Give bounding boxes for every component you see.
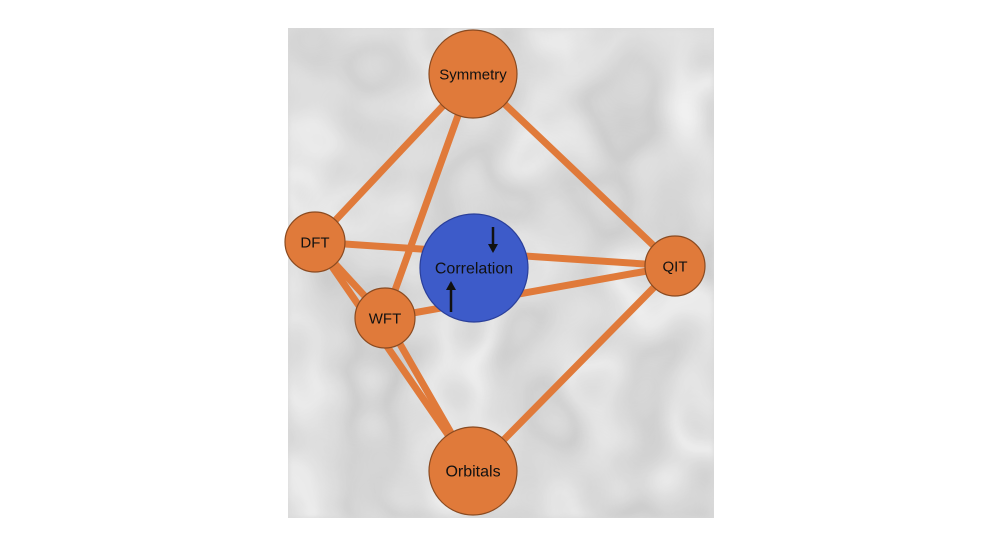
node-symmetry-circle	[428, 29, 518, 119]
node-dft: DFT	[284, 211, 346, 273]
node-wft-label: WFT	[369, 310, 401, 327]
node-dft-label: DFT	[300, 234, 329, 251]
spin-arrows	[446, 227, 498, 312]
edge-symmetry-qit	[469, 70, 679, 270]
node-qit-label: QIT	[663, 258, 688, 275]
node-dft-circle	[284, 211, 346, 273]
node-orbitals: Orbitals	[428, 426, 518, 516]
node-correlation: Correlation	[419, 213, 529, 323]
node-symmetry-label: Symmetry	[439, 66, 507, 83]
node-correlation-label: Correlation	[435, 261, 513, 278]
node-wft-circle	[354, 287, 416, 349]
edge-dft-orbitals	[311, 238, 477, 475]
node-qit-circle	[644, 235, 706, 297]
node-symmetry: Symmetry	[428, 29, 518, 119]
down-arrow	[488, 227, 498, 253]
edge-wft-qit	[381, 262, 679, 322]
node-orbitals-label: Orbitals	[445, 464, 500, 481]
node-correlation-circle	[419, 213, 529, 323]
node-orbitals-circle	[428, 426, 518, 516]
edge-qit-orbitals	[469, 262, 679, 475]
up-arrow	[446, 281, 456, 312]
node-qit: QIT	[644, 235, 706, 297]
node-wft: WFT	[354, 287, 416, 349]
